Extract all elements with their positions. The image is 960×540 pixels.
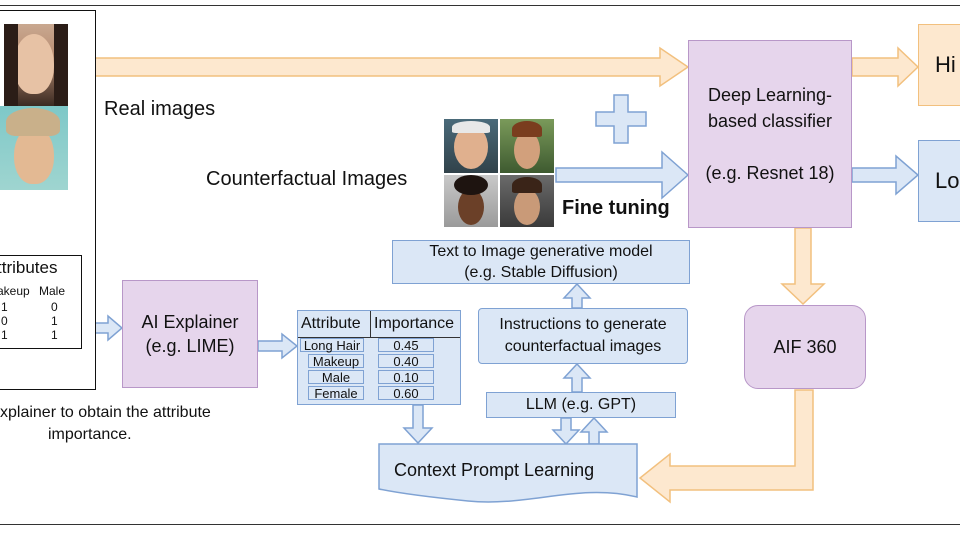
arrow-right-icon [851,154,920,196]
ai-explainer-box: AI Explainer (e.g. LIME) [122,280,258,388]
instructions-box: Instructions to generate counterfactual … [478,308,688,364]
attributes-cell: 0 [1,314,8,328]
importance-value-cell: 0.10 [378,370,434,384]
importance-value-cell: 0.45 [378,338,434,352]
aif360-label: AIF 360 [773,336,837,357]
output-low-label: Lo [935,168,960,193]
importance-attr-cell: Female [308,386,364,400]
counterfactual-image-1 [444,119,498,173]
arrow-down-icon [402,404,434,445]
output-high-label: Hi [935,52,956,77]
llm-label: LLM (e.g. GPT) [525,396,637,413]
importance-value-cell: 0.40 [378,354,434,368]
plus-icon [595,94,647,144]
context-prompt-shape [378,443,638,503]
arrow-right-icon [71,46,690,88]
importance-value-cell: 0.60 [378,386,434,400]
llm-box: LLM (e.g. GPT) [486,392,676,418]
fine-tuning-label: Fine tuning [562,197,670,219]
arrow-right-icon [555,150,690,200]
importance-attr-cell: Long Hair [300,338,364,352]
arrow-left-icon [638,389,814,504]
attributes-table: ttributes akeup Male 1 0 0 1 1 1 [0,255,82,349]
diagram-frame [0,5,960,525]
instructions-line-2: counterfactual images [504,338,662,355]
text-to-image-line-1: Text to Image generative model [429,243,653,260]
counterfactual-image-4 [500,175,554,227]
text-to-image-line-2: (e.g. Stable Diffusion) [464,264,618,281]
importance-header-attribute: Attribute [301,315,361,332]
instructions-line-1: Instructions to generate [499,316,667,333]
attributes-cell: 0 [51,300,58,314]
arrow-up-icon [562,282,592,309]
output-high-box: Hi [918,24,960,106]
arrow-right-icon [257,332,299,360]
aif360-box: AIF 360 [744,305,866,389]
attributes-cell: 1 [51,314,58,328]
attributes-cell: 1 [1,300,8,314]
importance-header-importance: Importance [374,315,455,332]
explainer-caption-line-1: xplainer to obtain the attribute [0,404,211,421]
counterfactual-images-label: Counterfactual Images [206,168,408,190]
importance-attr-cell: Makeup [308,354,364,368]
explainer-caption-line-2: importance. [48,426,132,443]
attributes-cell: 1 [1,328,8,342]
ai-explainer-line-1: AI Explainer [141,312,239,332]
ai-explainer-line-2: (e.g. LIME) [145,336,235,356]
attributes-cell: 1 [51,328,58,342]
attributes-title: ttributes [0,258,58,277]
real-images-label: Real images [104,98,216,120]
output-low-box: Lo [918,140,960,222]
classifier-line-1: Deep Learning- [707,85,833,105]
classifier-line-2: based classifier [707,111,833,131]
arrow-down-icon [780,227,826,306]
attributes-header-makeup: akeup [0,284,30,298]
counterfactual-image-3 [444,175,498,227]
text-to-image-box: Text to Image generative model (e.g. Sta… [392,240,690,284]
arrow-down-icon [551,417,581,446]
arrow-up-icon [579,416,609,445]
arrow-right-icon [851,46,920,88]
context-prompt-label: Context Prompt Learning [394,460,595,480]
arrow-up-icon [562,362,592,393]
classifier-box: Deep Learning- based classifier (e.g. Re… [688,40,852,228]
attributes-header-male: Male [39,284,66,298]
real-image-2 [0,106,68,190]
importance-attr-cell: Male [308,370,364,384]
classifier-line-3: (e.g. Resnet 18) [705,163,835,183]
real-image-1 [4,24,68,106]
counterfactual-image-2 [500,119,554,173]
